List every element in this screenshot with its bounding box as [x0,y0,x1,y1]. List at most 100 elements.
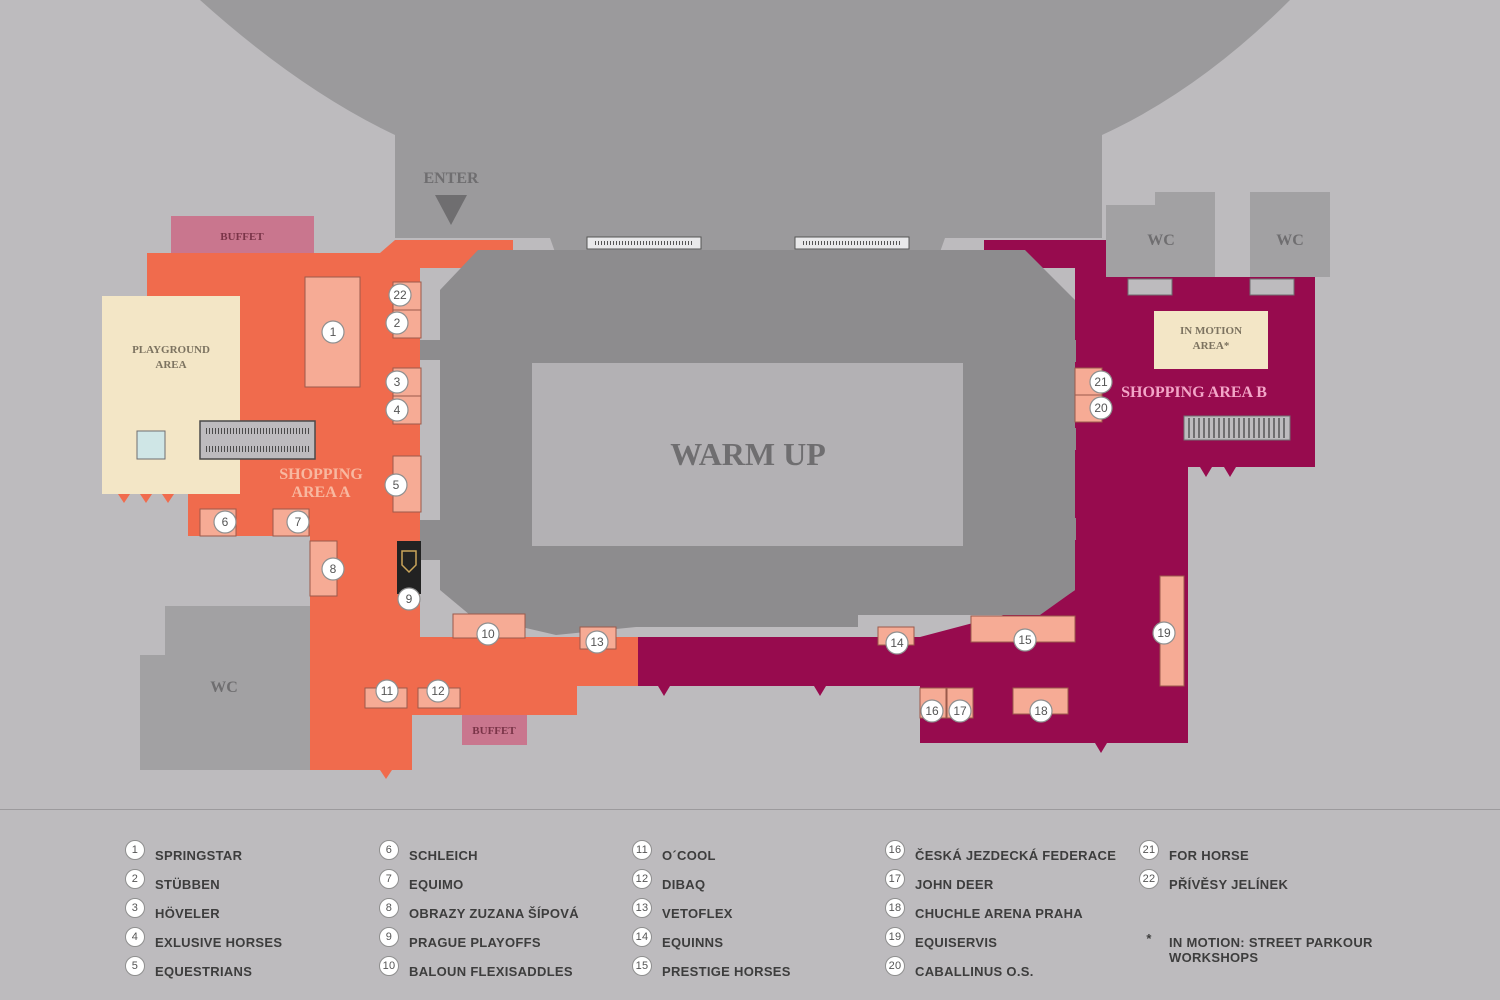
legend-item: 9 PRAGUE PLAYOFFS [379,927,619,950]
legend-label: CHUCHLE ARENA PRAHA [915,906,1083,921]
shopping-area-b-label: SHOPPING AREA B [1121,384,1267,401]
legend-label: HÖVELER [155,906,220,921]
legend-label: BALOUN FLEXISADDLES [409,964,573,979]
stand-marker-1[interactable]: 1 [321,320,345,344]
legend-item: 17 JOHN DEER [885,869,1125,892]
stand-marker-circle [1089,370,1113,394]
stand-marker-circle [321,557,345,581]
stand-marker-11[interactable]: 11 [375,679,399,703]
stand-marker-7[interactable]: 7 [286,510,310,534]
stand-marker-number: 11 [381,684,394,698]
stand-marker-12[interactable]: 12 [426,679,450,703]
legend-divider [0,809,1500,810]
buffet-top [171,216,314,253]
stand-marker-17[interactable]: 17 [948,699,972,723]
legend-number: 8 [379,898,399,918]
stand-marker-circle [585,630,609,654]
legend-label: PRAGUE PLAYOFFS [409,935,541,950]
stand-marker-19[interactable]: 19 [1152,621,1176,645]
legend-label: FOR HORSE [1169,848,1249,863]
stand-marker-6[interactable]: 6 [213,510,237,534]
stand-marker-number: 7 [295,515,302,529]
wc-left [140,606,310,770]
stand-marker-circle [286,510,310,534]
stand-marker-number: 22 [393,288,407,302]
stand-marker-number: 16 [925,704,939,718]
stand-marker-18[interactable]: 18 [1029,699,1053,723]
stand-marker-circle [885,631,909,655]
wc-right-2-label: WC [1276,232,1304,249]
legend-label: STÜBBEN [155,877,220,892]
legend-label: EQUINNS [662,935,724,950]
legend-number: 12 [632,869,652,889]
stairs-icon [586,236,910,250]
stand-9[interactable] [397,541,421,594]
legend-label: EXLUSIVE HORSES [155,935,283,950]
legend-label: SCHLEICH [409,848,478,863]
escalator-icon [199,420,316,460]
stand-marker-number: 8 [330,562,337,576]
stand-marker-13[interactable]: 13 [585,630,609,654]
legend-label: EQUESTRIANS [155,964,253,979]
playground-area [102,296,240,494]
stand-marker-21[interactable]: 21 [1089,370,1113,394]
legend-number: 20 [885,956,905,976]
legend-number: 9 [379,927,399,947]
stand-marker-circle [385,370,409,394]
legend-number: 7 [379,869,399,889]
stand-marker-number: 9 [406,592,413,606]
legend-number: 17 [885,869,905,889]
stand-marker-20[interactable]: 20 [1089,396,1113,420]
stand-marker-16[interactable]: 16 [920,699,944,723]
stand-marker-22[interactable]: 22 [388,283,412,307]
legend-item: 18 CHUCHLE ARENA PRAHA [885,898,1125,921]
playground-label-line1: PLAYGROUND [132,344,210,356]
legend-label: JOHN DEER [915,877,994,892]
stand-marker-3[interactable]: 3 [385,370,409,394]
legend-number: 18 [885,898,905,918]
legend-label: SPRINGSTAR [155,848,243,863]
stand-marker-circle [1029,699,1053,723]
stand-marker-8[interactable]: 8 [321,557,345,581]
footnote-line1: IN MOTION: STREET PARKOUR [1169,935,1373,950]
stand-marker-circle [388,283,412,307]
stand-marker-4[interactable]: 4 [385,398,409,422]
stand-marker-15[interactable]: 15 [1013,628,1037,652]
main-arena [200,0,1290,252]
stand-marker-circle [1152,621,1176,645]
legend-number: 1 [125,840,145,860]
wc-right-1 [1106,192,1215,277]
venue-map: ENTER WARM UP BUFFET BUFFET PLAYGROUND A… [102,0,1330,779]
legend-label: VETOFLEX [662,906,733,921]
stand-marker-9[interactable]: 9 [397,587,421,611]
playground-square [136,430,166,460]
stand-marker-number: 5 [393,478,400,492]
legend-number: 19 [885,927,905,947]
stand-marker-2[interactable]: 2 [385,311,409,335]
stand-marker-number: 1 [330,325,337,339]
stand-marker-circle [384,473,408,497]
buffet-bottom-label: BUFFET [472,725,516,737]
stand-marker-number: 13 [590,635,604,649]
stand-marker-10[interactable]: 10 [476,622,500,646]
stand-marker-14[interactable]: 14 [885,631,909,655]
stand-marker-number: 10 [481,627,495,641]
shield-logo-icon [401,550,417,574]
legend-number: 6 [379,840,399,860]
wc-left-label: WC [210,679,238,696]
playground-label-line2: AREA [155,359,186,371]
stand-marker-circle [375,679,399,703]
shopping-area-b-floor [638,240,1315,743]
stand-marker-5[interactable]: 5 [384,473,408,497]
